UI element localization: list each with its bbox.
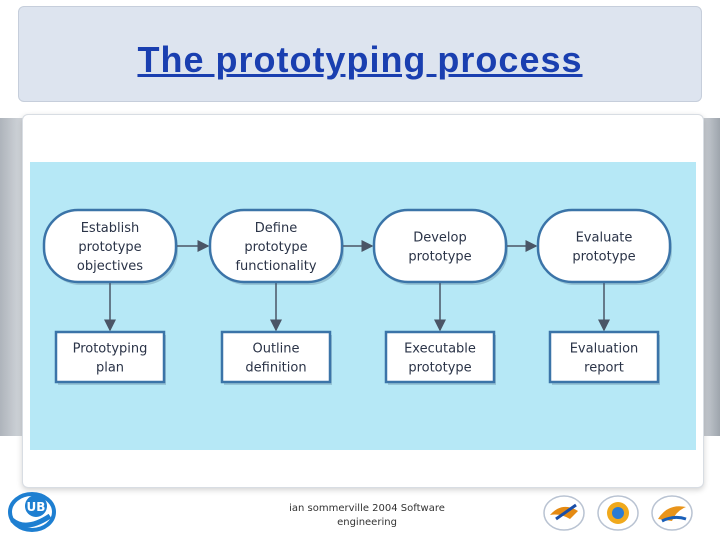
process-step-shape xyxy=(536,208,672,284)
process-step-2: Define prototype functionality xyxy=(208,208,344,285)
badge-icon-2 xyxy=(597,495,639,531)
process-diagram-svg: Establish prototype objectives Define protot… xyxy=(42,208,672,385)
footer-line-2: engineering xyxy=(337,517,397,528)
process-step-shape xyxy=(42,208,178,284)
process-step-2-label-line-2: prototype xyxy=(244,240,307,255)
process-diagram: Establish prototype objectives Define protot… xyxy=(30,162,696,450)
output-box-3-label-line-1: Executable xyxy=(404,342,476,357)
output-box-1: Prototyping plan xyxy=(54,330,166,385)
badge-icon-3 xyxy=(651,495,693,531)
process-step-2-label-line-1: Define xyxy=(255,221,297,236)
output-box-3-label-line-2: prototype xyxy=(408,361,471,376)
process-step-3-label-line-1: Develop xyxy=(413,231,467,246)
output-box-2: Outline definition xyxy=(220,330,332,385)
slide-title: The prototyping process xyxy=(137,39,583,80)
backdrop-left-edge xyxy=(0,118,22,436)
output-box-2-label-line-2: definition xyxy=(245,361,306,376)
ub-logo-icon: UB xyxy=(8,492,56,532)
output-box-shape xyxy=(220,330,332,384)
title-box: The prototyping process xyxy=(18,6,702,102)
output-box-shape xyxy=(54,330,166,384)
process-step-4-label-line-2: prototype xyxy=(572,250,635,265)
process-step-shape xyxy=(208,208,344,284)
output-box-shape xyxy=(548,330,660,384)
footer-line-1: ian sommerville 2004 Software xyxy=(289,503,445,514)
output-box-3: Executable prototype xyxy=(384,330,496,385)
badge-icon-1 xyxy=(543,495,585,531)
footer-citation: ian sommerville 2004 Software engineerin… xyxy=(262,502,472,530)
process-step-4: Evaluate prototype xyxy=(536,208,672,285)
output-box-shape xyxy=(384,330,496,384)
output-box-2-label-line-1: Outline xyxy=(252,342,299,357)
process-step-1-label-line-3: objectives xyxy=(77,259,143,274)
output-box-4: Evaluation report xyxy=(548,330,660,385)
process-step-shape xyxy=(372,208,508,284)
output-box-1-label-line-2: plan xyxy=(96,361,124,376)
process-step-2-label-line-3: functionality xyxy=(235,259,316,274)
process-step-1-label-line-2: prototype xyxy=(78,240,141,255)
process-step-1-label-line-1: Establish xyxy=(81,221,140,236)
process-step-3-label-line-2: prototype xyxy=(408,250,471,265)
ub-logo-text: UB xyxy=(27,500,46,514)
output-box-4-label-line-1: Evaluation xyxy=(570,342,639,357)
process-step-4-label-line-1: Evaluate xyxy=(576,231,633,246)
process-step-3: Develop prototype xyxy=(372,208,508,285)
output-box-1-label-line-1: Prototyping xyxy=(73,342,148,357)
output-box-4-label-line-2: report xyxy=(584,361,624,376)
process-step-1: Establish prototype objectives xyxy=(42,208,178,285)
backdrop-right-edge xyxy=(700,118,720,436)
